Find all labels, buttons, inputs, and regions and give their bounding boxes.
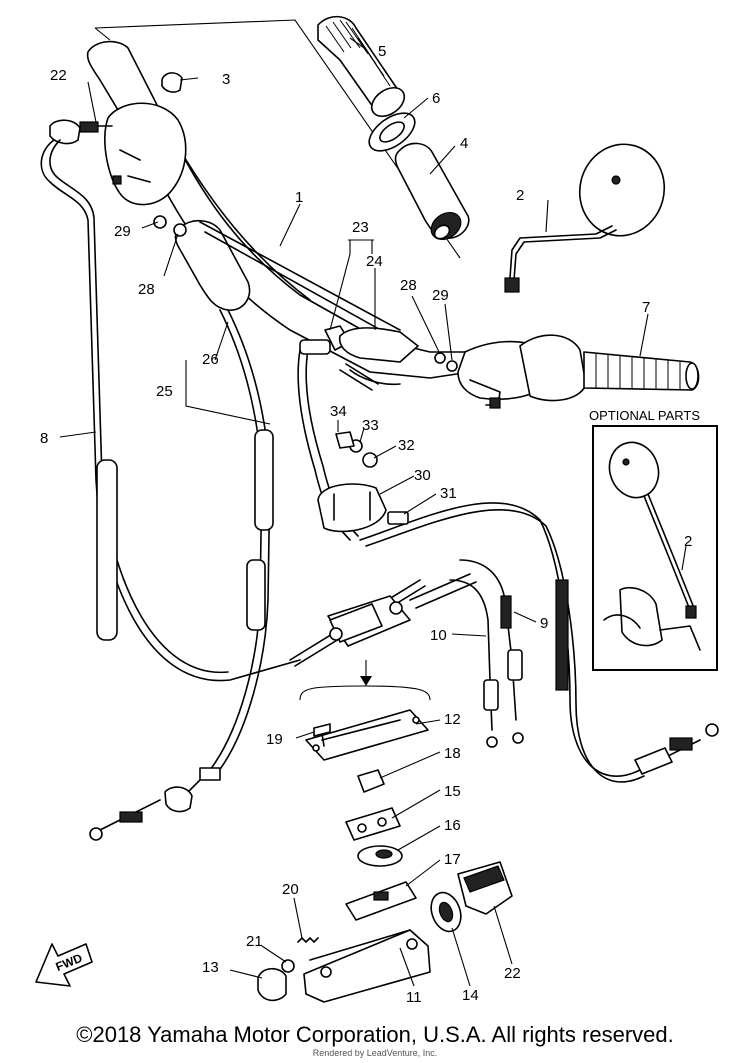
callout-34: 34 xyxy=(330,403,347,420)
cap xyxy=(161,72,183,93)
forward-arrow: FWD xyxy=(35,943,93,987)
callout-4: 4 xyxy=(460,135,468,152)
callout-2: 2 xyxy=(516,187,524,204)
cable-junction xyxy=(289,573,477,667)
junction-box-lower xyxy=(303,929,431,1003)
callout-1: 1 xyxy=(295,189,303,206)
screw-19 xyxy=(313,723,331,747)
part-16 xyxy=(357,845,403,867)
part-15 xyxy=(345,807,401,841)
callout-32: 32 xyxy=(398,437,415,454)
throttle-tube xyxy=(394,142,470,241)
callout-24: 23 xyxy=(352,219,369,236)
part-18 xyxy=(357,769,385,793)
clutch-cable xyxy=(40,139,301,682)
part-14 xyxy=(430,891,462,933)
callout-5: 5 xyxy=(378,43,386,60)
callout-27: 26 xyxy=(202,351,219,368)
copyright-footer: ©2018 Yamaha Motor Corporation, U.S.A. A… xyxy=(76,1022,674,1047)
callout-15: 15 xyxy=(444,783,461,800)
callout-22: 22 xyxy=(504,965,521,982)
callout-labels: 22 3 5 6 4 2 1 23 24 28 29 7 29 28 26 25… xyxy=(40,43,692,1006)
spring-20 xyxy=(297,937,319,943)
collar xyxy=(368,112,416,152)
leader-lines xyxy=(59,37,687,987)
part-17 xyxy=(345,881,417,921)
callout-13: 13 xyxy=(202,959,219,976)
callout-14: 14 xyxy=(462,987,479,1004)
left-switch-housing xyxy=(104,102,187,206)
callout-30: 30 xyxy=(414,467,431,484)
optional-parts-title: OPTIONAL PARTS xyxy=(589,408,700,423)
callout-9: 9 xyxy=(540,615,548,632)
callout-3: 3 xyxy=(222,71,230,88)
callout-20: 20 xyxy=(282,881,299,898)
callout-2-optional: 2 xyxy=(684,533,692,550)
throttle-cable xyxy=(359,502,719,783)
part-13 xyxy=(257,967,287,1002)
right-switch-housing xyxy=(457,334,587,409)
boot-22 xyxy=(457,861,513,915)
callout-7: 7 xyxy=(642,299,650,316)
callout-28-right: 28 xyxy=(400,277,417,294)
mirror xyxy=(504,143,666,293)
callout-18: 18 xyxy=(444,745,461,762)
clamp-hardware xyxy=(317,431,409,533)
callout-17: 17 xyxy=(444,851,461,868)
brake-cable xyxy=(89,309,274,841)
optional-parts-inset: OPTIONAL PARTS xyxy=(589,408,718,671)
callout-29-right: 29 xyxy=(432,287,449,304)
exploded-arrow xyxy=(299,660,431,701)
left-lever-small-parts xyxy=(153,215,187,237)
callout-26: 25 xyxy=(156,383,173,400)
right-grip xyxy=(583,351,700,391)
junction-cover xyxy=(305,709,429,761)
left-grip xyxy=(317,15,406,118)
callout-31: 31 xyxy=(440,485,457,502)
callout-21: 21 xyxy=(246,933,263,950)
cable-pair xyxy=(449,559,524,748)
callout-33: 33 xyxy=(362,417,379,434)
lever-perch-parts xyxy=(338,327,458,391)
callout-29-left: 29 xyxy=(114,223,131,240)
callout-16: 16 xyxy=(444,817,461,834)
part-21 xyxy=(281,959,295,973)
watermark: Rendered by LeadVenture, Inc. xyxy=(312,1048,438,1058)
callout-19: 19 xyxy=(266,731,283,748)
handlebar-pad xyxy=(174,219,251,311)
callout-12: 12 xyxy=(444,711,461,728)
callout-11: 11 xyxy=(406,989,422,1006)
callout-6: 6 xyxy=(432,90,440,107)
handlebar xyxy=(86,40,471,379)
callout-8: 8 xyxy=(40,430,48,447)
callout-10: 10 xyxy=(430,627,447,644)
callout-23: 22 xyxy=(50,67,67,84)
cross-brace xyxy=(199,221,401,339)
callout-25: 24 xyxy=(366,253,383,270)
callout-28-left: 28 xyxy=(138,281,155,298)
